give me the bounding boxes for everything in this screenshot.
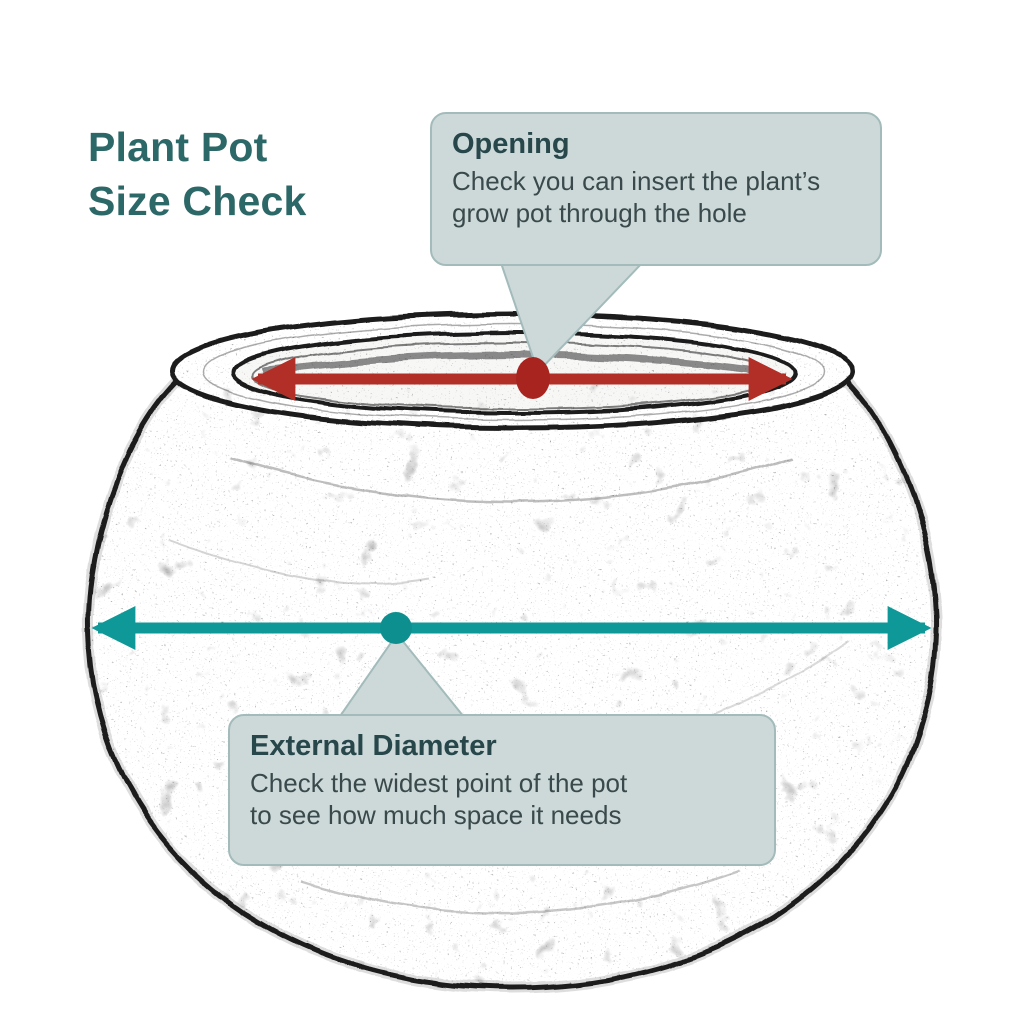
pot-sketch xyxy=(82,311,942,994)
page-title: Plant Pot Size Check xyxy=(88,124,307,225)
opening-callout-heading: Opening xyxy=(452,128,570,160)
opening-arrow-dot xyxy=(516,357,550,399)
opening-callout: Opening Check you can insert the plant’s… xyxy=(430,112,882,266)
diameter-arrow-dot xyxy=(380,612,412,644)
external-callout-body: Check the widest point of the pot to see… xyxy=(250,768,628,831)
external-callout-heading: External Diameter xyxy=(250,730,497,762)
external-callout: External Diameter Check the widest point… xyxy=(228,714,776,866)
opening-callout-body: Check you can insert the plant’s grow po… xyxy=(452,166,821,229)
